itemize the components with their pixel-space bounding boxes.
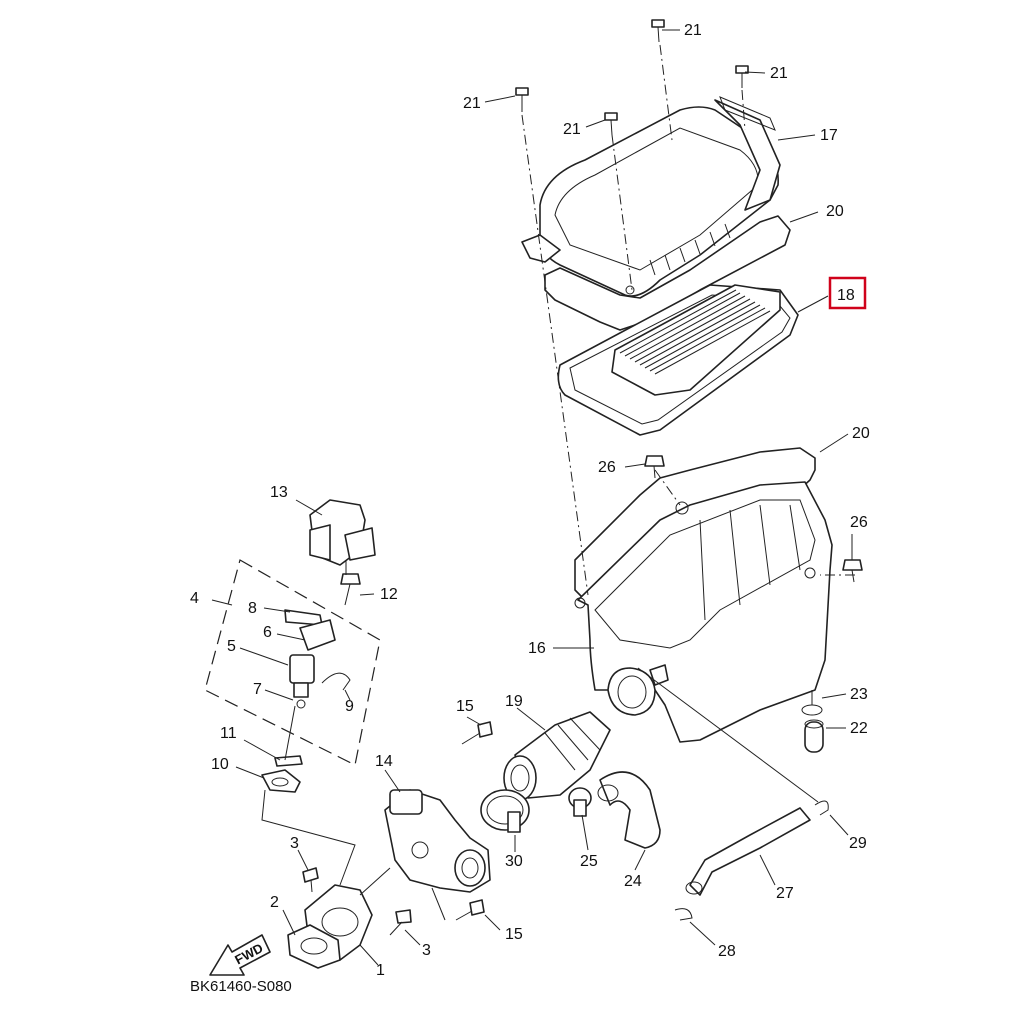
callout: 8 bbox=[248, 600, 257, 617]
hose-27 bbox=[685, 807, 811, 896]
clamp-30 bbox=[480, 789, 530, 833]
upper-gasket bbox=[544, 215, 791, 331]
clip-11 bbox=[274, 755, 303, 767]
hose-24 bbox=[597, 771, 661, 849]
callout: 12 bbox=[380, 586, 398, 603]
sensor-group-box bbox=[204, 559, 381, 766]
callout: 14 bbox=[375, 753, 393, 770]
clip-29 bbox=[814, 800, 829, 816]
bolt-15-a bbox=[461, 721, 493, 745]
bolt-26-a bbox=[644, 455, 665, 479]
callout: 9 bbox=[345, 698, 354, 715]
callout: 3 bbox=[290, 835, 299, 852]
bolt-26-b bbox=[842, 559, 863, 583]
callout: 3 bbox=[422, 942, 431, 959]
callout: 21 bbox=[463, 95, 481, 112]
clip-23 bbox=[801, 690, 823, 716]
callout: 17 bbox=[820, 127, 838, 144]
callout: 27 bbox=[776, 885, 794, 902]
callout: 22 bbox=[850, 720, 868, 737]
bolt-21-b bbox=[604, 112, 618, 136]
sensor-8 bbox=[284, 609, 336, 651]
highlight-box bbox=[828, 276, 867, 310]
callout: 29 bbox=[849, 835, 867, 852]
callout: 24 bbox=[624, 873, 642, 890]
callout: 1 bbox=[376, 962, 385, 979]
callout: 30 bbox=[505, 853, 523, 870]
callout: 13 bbox=[270, 484, 288, 501]
fwd-arrow: FWD bbox=[209, 934, 271, 976]
callout: 15 bbox=[505, 926, 523, 943]
clamp-25 bbox=[568, 787, 592, 817]
callout: 25 bbox=[580, 853, 598, 870]
callout: 6 bbox=[263, 624, 272, 641]
callout: 26 bbox=[598, 459, 616, 476]
air-filter-element bbox=[557, 284, 799, 436]
diagram-code: BK61460-S080 bbox=[190, 978, 292, 995]
bolt-15-b bbox=[455, 899, 485, 921]
callout: 5 bbox=[227, 638, 236, 655]
callout: 16 bbox=[528, 640, 546, 657]
callout: 20 bbox=[852, 425, 870, 442]
callout: 11 bbox=[220, 725, 237, 742]
injector-5 bbox=[289, 654, 315, 709]
callout: 26 bbox=[850, 514, 868, 531]
bolt-21-a bbox=[515, 87, 529, 112]
callout: 4 bbox=[190, 590, 199, 607]
bolt-12 bbox=[340, 573, 361, 606]
bracket-13 bbox=[309, 499, 376, 566]
callout: 19 bbox=[505, 693, 523, 710]
connection-lines bbox=[261, 560, 819, 921]
callouts: 21 21 21 21 17 20 18 20 26 26 13 12 4 8 … bbox=[190, 22, 870, 979]
callout: 21 bbox=[563, 121, 581, 138]
clip-9 bbox=[321, 672, 351, 691]
drain-plug-22 bbox=[804, 719, 824, 753]
gasket-2 bbox=[287, 924, 341, 969]
callout: 10 bbox=[211, 756, 229, 773]
bolt-3-a bbox=[302, 867, 319, 893]
bolt-3-b bbox=[389, 909, 412, 936]
bolt-21-c bbox=[651, 19, 665, 43]
callout: 7 bbox=[253, 681, 262, 698]
air-box-cover bbox=[521, 96, 781, 297]
callout: 21 bbox=[770, 65, 788, 82]
bolt-21-d bbox=[735, 65, 749, 88]
plate-10 bbox=[261, 769, 301, 793]
intake-joint-19 bbox=[503, 711, 611, 801]
callout: 15 bbox=[456, 698, 474, 715]
leader-lines bbox=[211, 29, 853, 966]
clip-28 bbox=[674, 908, 693, 921]
callout: 20 bbox=[826, 203, 844, 220]
callout: 21 bbox=[684, 22, 702, 39]
callout: 28 bbox=[718, 943, 736, 960]
callout: 2 bbox=[270, 894, 279, 911]
throttle-body-14 bbox=[384, 789, 491, 893]
callout: 23 bbox=[850, 686, 868, 703]
callout-highlighted: 18 bbox=[837, 287, 855, 304]
air-box-case bbox=[574, 481, 833, 743]
